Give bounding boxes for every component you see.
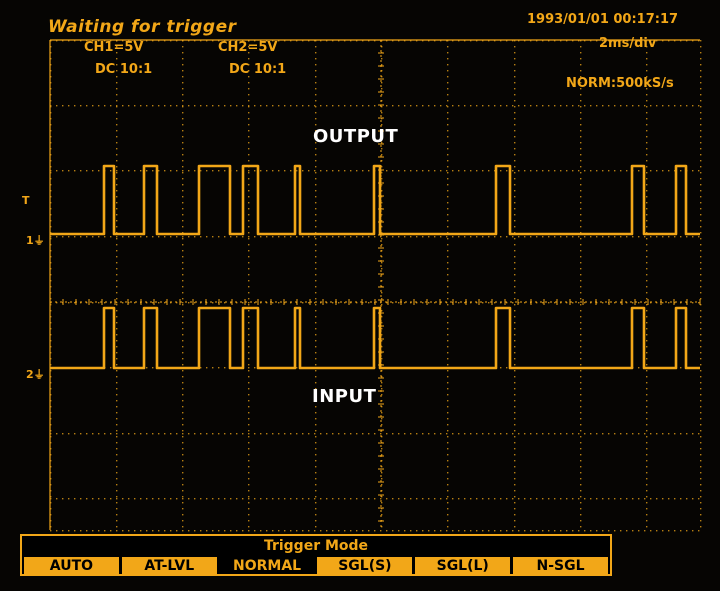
- ch1-scale: CH1=5V: [84, 40, 144, 55]
- timebase-readout: 2ms/div: [599, 36, 657, 51]
- input-trace-label: INPUT: [312, 386, 377, 407]
- sample-rate-readout: NORM:500kS/s: [566, 76, 674, 91]
- ch2-ground-label: 2: [26, 368, 34, 381]
- status-title: Waiting for trigger: [48, 17, 237, 37]
- output-trace: [50, 164, 700, 236]
- traces: [50, 164, 700, 370]
- ch1-coupling: DC 10:1: [95, 62, 153, 77]
- datetime-readout: 1993/01/01 00:17:17: [527, 12, 679, 27]
- trigger-sgl-s-button[interactable]: SGL(S): [317, 557, 413, 574]
- input-trace: [50, 306, 700, 370]
- grid-dots: [49, 39, 702, 532]
- trigger-normal-button[interactable]: NORMAL: [219, 557, 315, 574]
- output-trace-label: OUTPUT: [313, 126, 399, 147]
- trigger-sgl-l-button[interactable]: SGL(L): [415, 557, 511, 574]
- trigger-n-sgl-button[interactable]: N-SGL: [513, 557, 608, 574]
- ch2-scale: CH2=5V: [218, 40, 278, 55]
- ch1-ground-label: 1: [26, 234, 34, 247]
- trigger-mode-menu: Trigger Mode AUTO AT-LVL NORMAL SGL(S) S…: [20, 534, 612, 576]
- ch1-ground-marker: 1⏚: [26, 234, 45, 247]
- trigger-mode-buttons: AUTO AT-LVL NORMAL SGL(S) SGL(L) N-SGL: [24, 557, 608, 574]
- trigger-auto-button[interactable]: AUTO: [24, 557, 119, 574]
- trigger-at-lvl-button[interactable]: AT-LVL: [121, 557, 217, 574]
- trigger-level-marker: T: [22, 194, 30, 207]
- trigger-mode-title: Trigger Mode: [263, 538, 369, 554]
- ch2-ground-marker: 2⏚: [26, 368, 45, 381]
- ch2-coupling: DC 10:1: [229, 62, 287, 77]
